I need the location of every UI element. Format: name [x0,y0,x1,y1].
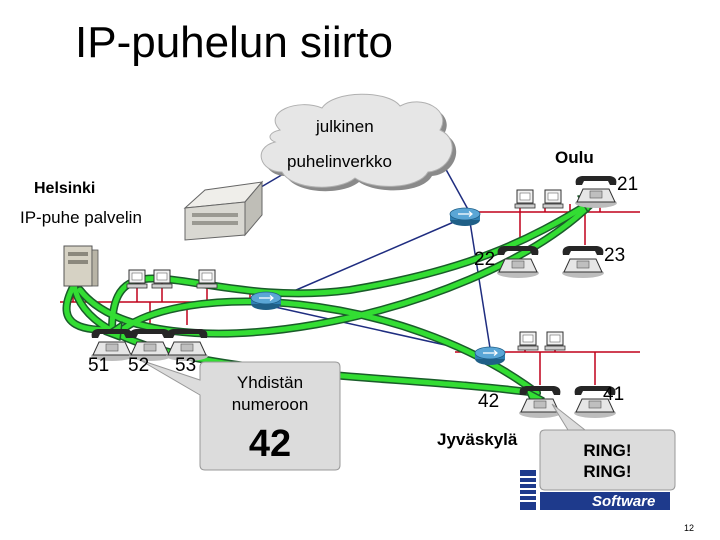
site-label-helsinki: Helsinki [34,180,96,197]
phone-22 [496,245,540,279]
pbx-box [183,180,264,241]
software-logo: Software [520,470,670,510]
phone-21 [574,175,618,209]
transfer-callout [139,359,341,471]
transfer-callout-number: 42 [248,423,292,465]
phone-number-53: 53 [175,355,197,376]
transfer-callout-line2: numeroon [231,395,309,414]
router-helsinki [250,291,282,311]
ring-callout-text: RING! RING! [540,440,675,482]
server-tower [63,245,99,287]
phone-number-41: 41 [603,384,625,405]
phone-number-52: 52 [128,355,150,376]
phone-number-23: 23 [604,245,626,266]
site-label-jyvaskyla: Jyväskylä [437,430,518,449]
phone-number-22: 22 [474,249,496,270]
slide-title: IP-puhelun siirto [75,18,393,67]
transfer-callout-text: Yhdistän numeroon 42 [200,372,340,468]
server-label: IP-puhe palvelin [20,208,142,227]
phone-number-42: 42 [478,391,500,412]
page-number: 12 [684,523,695,533]
public-network-cloud [260,93,457,192]
site-label-oulu: Oulu [555,148,594,167]
cloud-label-line2: puhelinverkko [287,152,392,171]
ring-callout [539,403,676,491]
phone-42 [518,385,562,419]
phone-number-51: 51 [88,355,110,376]
phone-number-21: 21 [617,174,639,195]
phone-23 [561,245,605,279]
cloud-label-line1: julkinen [316,117,374,136]
ring-callout-line2: RING! [583,462,632,481]
router-jyvaskyla [474,346,506,366]
ring-callout-line1: RING! [583,441,632,460]
transfer-callout-line1: Yhdistän [236,373,304,392]
logo-text: Software [592,493,655,510]
router-oulu [449,207,481,227]
